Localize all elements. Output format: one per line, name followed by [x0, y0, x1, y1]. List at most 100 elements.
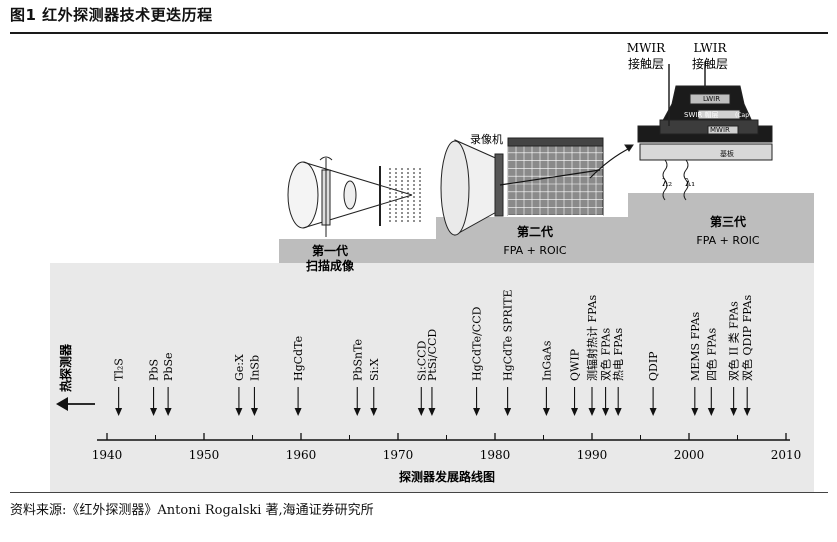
- event-arrow-head: [250, 408, 258, 416]
- event-label: HgCdTe: [292, 336, 305, 381]
- event-arrow-head: [730, 408, 738, 416]
- figure-title: 图1 红外探测器技术更迭历程: [10, 6, 213, 24]
- event-arrow-head: [504, 408, 512, 416]
- event-label: HgCdTe/CCD: [471, 306, 484, 381]
- axis-title: 探测器发展路线图: [399, 469, 495, 484]
- event-label: 双色 QDIP FPAs: [740, 294, 754, 381]
- event-arrow-head: [235, 408, 243, 416]
- tick-label: 1940: [92, 448, 123, 462]
- event-label: 测辐射热计 FPAs: [585, 295, 599, 381]
- timeline-event: Si:X: [368, 358, 381, 416]
- timeline-event: 双色 II 类 FPAs: [727, 301, 741, 416]
- timeline-event: Tl₂S: [113, 358, 126, 416]
- event-label: PbSnTe: [351, 339, 364, 381]
- tick-label: 2000: [674, 448, 705, 462]
- layer-cap: (Cap layer): [735, 112, 768, 119]
- tick-label: 1990: [577, 448, 608, 462]
- timeline-event: 双色 FPAs: [599, 328, 613, 416]
- event-arrow-head: [691, 408, 699, 416]
- timeline-event: Si:CCD: [415, 340, 428, 416]
- event-label: InGaAs: [540, 340, 553, 381]
- recorder-label: 录像机: [470, 132, 503, 146]
- layer-swir: SWIR 帽层: [684, 110, 719, 119]
- event-arrow-head: [649, 408, 657, 416]
- timeline-event: HgCdTe: [292, 336, 305, 416]
- event-label: PtSi/CCD: [426, 329, 439, 381]
- timeline-event: QDIP: [647, 351, 660, 416]
- event-label: 热电 FPAs: [612, 328, 625, 381]
- event-label: QDIP: [647, 351, 660, 381]
- wavelength-1: λ₁: [685, 178, 695, 189]
- mwir-contact-line2: 接触层: [628, 56, 664, 71]
- event-arrow-head: [571, 408, 579, 416]
- timeline-event: InSb: [248, 355, 261, 416]
- timeline-event: 热电 FPAs: [612, 328, 625, 416]
- tick-label: 1950: [189, 448, 220, 462]
- multilayer-illustration: [637, 62, 773, 201]
- timeline-event: PbSe: [162, 353, 175, 416]
- gen3-sub: FPA + ROIC: [696, 234, 760, 247]
- event-arrow-head: [115, 408, 123, 416]
- layer-mwir: MWIR: [710, 126, 730, 134]
- event-label: 双色 FPAs: [599, 328, 613, 381]
- event-label: 四色 FPAs: [704, 328, 718, 381]
- lwir-contact-line2: 接触层: [692, 56, 728, 71]
- layer-lwir: LWIR: [703, 95, 720, 103]
- scanning-optics-illustration: [287, 156, 421, 237]
- tick-label: 1980: [480, 448, 511, 462]
- gen1-bar: [279, 239, 436, 263]
- tick-label: 1970: [383, 448, 414, 462]
- thermal-arrow: [56, 397, 95, 411]
- event-label: PbS: [148, 359, 161, 381]
- event-arrow-head: [164, 408, 172, 416]
- fpa-illustration: [440, 137, 634, 236]
- event-arrow-head: [428, 408, 436, 416]
- timeline-event: 四色 FPAs: [704, 328, 718, 416]
- generation-steps: [279, 193, 814, 263]
- timeline-ticks: 1940 1950 1960 1970 1980 1990 2000 2010: [92, 433, 802, 462]
- event-label: Ge:X: [233, 354, 246, 381]
- tick-label: 1960: [286, 448, 317, 462]
- gen2-sub: FPA + ROIC: [503, 244, 567, 257]
- event-label: MEMS FPAs: [689, 311, 702, 381]
- timeline-event: Ge:X: [233, 354, 246, 416]
- event-arrow-head: [602, 408, 610, 416]
- timeline-event: QWIP: [569, 348, 582, 416]
- event-arrow-head: [150, 408, 158, 416]
- event-label: QWIP: [569, 348, 582, 381]
- timeline-event: InGaAs: [540, 340, 553, 416]
- source-note: 资料来源:《红外探测器》Antoni Rogalski 著,海通证券研究所: [10, 503, 374, 518]
- gen2-name: 第二代: [517, 224, 553, 239]
- mwir-contact-line1: MWIR: [627, 41, 666, 55]
- timeline-event: HgCdTe/CCD: [471, 306, 484, 416]
- event-arrow-head: [588, 408, 596, 416]
- event-arrow-head: [614, 408, 622, 416]
- thermal-detector-label: 热探测器: [58, 343, 73, 392]
- event-label: InSb: [248, 355, 261, 381]
- event-arrow-head: [473, 408, 481, 416]
- lwir-contact-line1: LWIR: [693, 41, 727, 55]
- event-arrow-head: [353, 408, 361, 416]
- timeline-event: PtSi/CCD: [426, 329, 439, 416]
- gen3-name: 第三代: [710, 214, 746, 229]
- event-arrow-head: [707, 408, 715, 416]
- event-arrow-head: [743, 408, 751, 416]
- event-arrow-head: [542, 408, 550, 416]
- event-label: 双色 II 类 FPAs: [727, 301, 741, 381]
- timeline-event: PbS: [148, 359, 161, 416]
- timeline-event: MEMS FPAs: [689, 311, 702, 416]
- timeline-panel: [50, 263, 814, 492]
- event-label: HgCdTe SPRITE: [502, 289, 515, 381]
- tick-label: 2010: [771, 448, 802, 462]
- timeline-event: HgCdTe SPRITE: [502, 289, 515, 416]
- gen1-name: 第一代: [312, 243, 348, 258]
- timeline-event: 双色 QDIP FPAs: [740, 294, 754, 416]
- title-rule: [10, 32, 828, 34]
- event-arrow-head: [417, 408, 425, 416]
- source-rule: [10, 492, 828, 493]
- timeline-event: PbSnTe: [351, 339, 364, 416]
- event-label: Si:X: [368, 358, 381, 381]
- event-label: PbSe: [162, 353, 175, 382]
